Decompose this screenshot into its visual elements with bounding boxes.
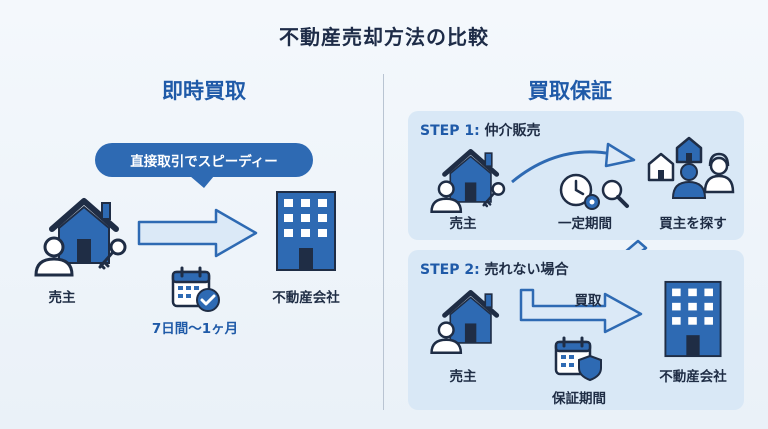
step1-search-label: 買主を探す <box>659 216 727 232</box>
person-icon <box>430 180 463 213</box>
step2-arrow-label: 買取 <box>574 293 602 309</box>
page-title: 不動産売却方法の比較 <box>279 25 489 49</box>
elbow-arrow-icon <box>519 288 643 334</box>
key-icon <box>482 182 506 208</box>
step1-seller-label: 売主 <box>449 216 477 232</box>
left-seller-label: 売主 <box>48 290 76 306</box>
seller-group <box>34 198 127 277</box>
calendar-shield-icon <box>554 336 602 382</box>
building-icon <box>664 280 722 358</box>
step1-period-label: 一定期間 <box>558 216 612 232</box>
step2-seller-group <box>430 290 500 354</box>
divider <box>383 74 384 410</box>
left-buyer-label: 不動産会社 <box>272 290 340 306</box>
step2-prefix: STEP 2: <box>420 262 480 278</box>
calendar-check-icon <box>171 266 220 312</box>
bubble-tail <box>190 176 214 188</box>
step1-title: STEP 1: 仲介販売 <box>420 120 541 140</box>
step2-text: 売れない場合 <box>484 262 569 278</box>
clock-search-group <box>559 173 629 210</box>
gear-icon <box>584 194 600 210</box>
step1-seller-group <box>430 149 506 213</box>
speed-bubble: 直接取引でスピーディー <box>95 143 313 177</box>
key-icon <box>98 238 127 270</box>
house-icon <box>442 290 500 344</box>
clock-icon <box>559 173 593 207</box>
arrow-right-icon <box>137 208 258 258</box>
building-icon <box>276 191 336 271</box>
step1-text: 仲介販売 <box>484 123 541 139</box>
left-heading: 即時買取 <box>162 79 246 103</box>
step1-prefix: STEP 1: <box>420 123 480 139</box>
search-icon <box>601 179 629 208</box>
person-icon <box>430 321 463 354</box>
left-period-label: 7日間〜1ヶ月 <box>151 321 239 337</box>
people-houses-icon <box>647 136 735 199</box>
step2-seller-label: 売主 <box>449 369 477 385</box>
curved-arrow-icon <box>511 142 636 184</box>
step2-title: STEP 2: 売れない場合 <box>420 259 569 279</box>
speed-bubble-label: 直接取引でスピーディー <box>130 154 278 170</box>
house-icon <box>49 198 119 264</box>
step2-buyer-label: 不動産会社 <box>659 369 727 385</box>
step2-period-label: 保証期間 <box>552 391 606 407</box>
right-heading: 買取保証 <box>528 79 612 103</box>
house-icon <box>442 149 500 203</box>
person-icon <box>34 236 74 277</box>
